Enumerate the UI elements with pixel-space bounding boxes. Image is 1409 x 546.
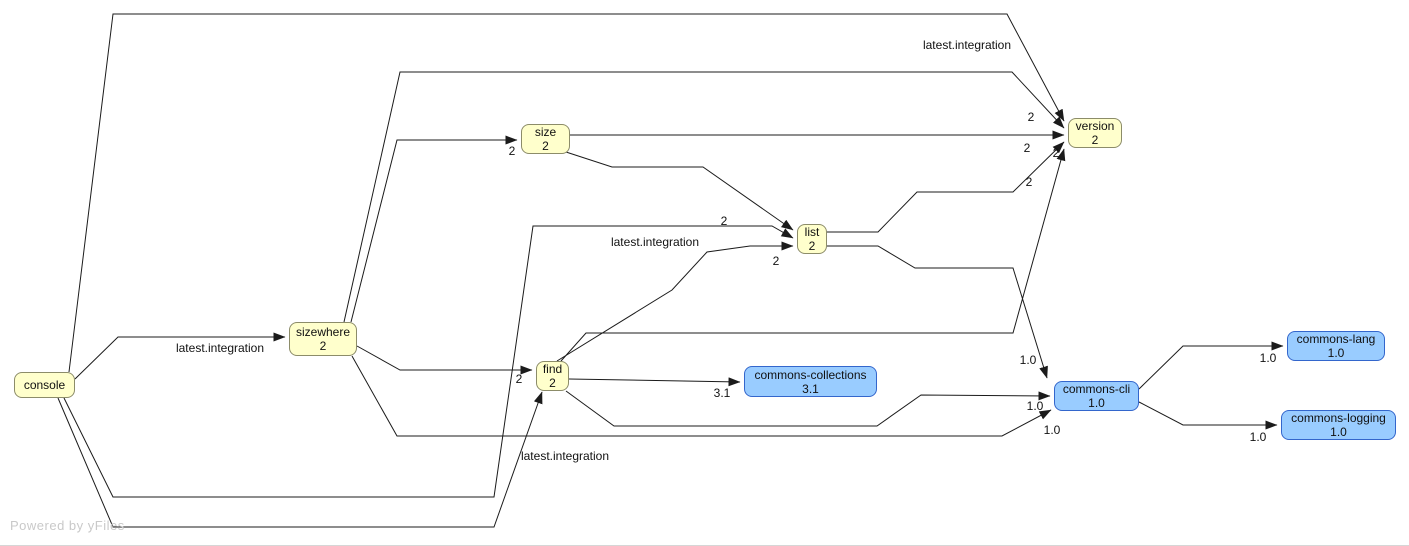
edge-label-list-to-version: 2 xyxy=(1026,175,1033,189)
edge-find-to-version[interactable] xyxy=(560,148,1066,362)
edge-console-to-find[interactable] xyxy=(57,391,543,528)
edge-commons-cli-to-commons-lang[interactable] xyxy=(1138,341,1284,390)
edge-label-console-to-sizewhere: latest.integration xyxy=(176,341,264,355)
edge-sizewhere-to-find[interactable] xyxy=(356,345,533,375)
node-label: commons-logging xyxy=(1291,411,1386,425)
edge-label-find-to-version: 2 xyxy=(1053,146,1060,160)
node-version: 2 xyxy=(1091,133,1099,147)
edge-label-console-to-version: latest.integration xyxy=(923,38,1011,52)
edge-label-console-to-find: latest.integration xyxy=(521,449,609,463)
node-label: commons-cli xyxy=(1062,382,1131,396)
edge-console-to-sizewhere[interactable] xyxy=(74,332,286,380)
edge-console-to-list[interactable] xyxy=(63,225,794,498)
edge-label-console-to-list: latest.integration xyxy=(611,235,699,249)
node-version: 2 xyxy=(542,139,549,153)
edge-label-commons-cli-to-commons-lang: 1.0 xyxy=(1260,351,1277,365)
edge-label-size-to-list: 2 xyxy=(721,214,728,228)
node-label: size xyxy=(534,125,557,139)
node-label: commons-lang xyxy=(1296,332,1376,346)
edge-console-to-version[interactable] xyxy=(68,13,1065,373)
node-version: 2 xyxy=(319,339,327,353)
edge-label-sizewhere-to-find: 2 xyxy=(516,372,523,386)
edge-sizewhere-to-commons-cli[interactable] xyxy=(351,355,1052,437)
node-label: sizewhere xyxy=(295,325,351,339)
edge-label-size-to-version: 2 xyxy=(1028,110,1035,124)
yfiles-watermark: Powered by yFiles xyxy=(10,518,125,533)
edge-size-to-list[interactable] xyxy=(565,151,794,231)
node-console[interactable]: console xyxy=(14,372,75,398)
node-label: list xyxy=(804,225,820,239)
edge-list-to-version[interactable] xyxy=(827,141,1065,233)
node-version: 3.1 xyxy=(802,381,819,396)
node-label: console xyxy=(23,378,66,392)
edge-find-to-commons-collections[interactable] xyxy=(568,377,741,387)
node-version: 1.0 xyxy=(1088,396,1105,410)
edge-commons-cli-to-commons-logging[interactable] xyxy=(1138,401,1278,430)
edge-list-to-commons-cli[interactable] xyxy=(827,245,1048,379)
node-version: 2 xyxy=(808,239,816,253)
edge-find-to-list[interactable] xyxy=(556,241,794,362)
edge-label-find-to-commons-cli: 1.0 xyxy=(1027,399,1044,413)
node-label: version xyxy=(1075,119,1115,133)
node-label: find xyxy=(542,362,563,376)
node-label: commons-collections xyxy=(754,367,867,382)
edge-label-sizewhere-to-version: 2 xyxy=(1024,141,1031,155)
edge-sizewhere-to-size[interactable] xyxy=(350,135,518,323)
edge-label-find-to-commons-collections: 3.1 xyxy=(714,386,731,400)
edge-find-to-commons-cli[interactable] xyxy=(565,390,1051,427)
edge-label-find-to-list: 2 xyxy=(773,254,780,268)
edge-label-sizewhere-to-commons-cli: 1.0 xyxy=(1044,423,1061,437)
edge-label-list-to-commons-cli: 1.0 xyxy=(1020,353,1037,367)
node-version: 1.0 xyxy=(1327,346,1345,360)
edge-sizewhere-to-version[interactable] xyxy=(343,71,1065,323)
edge-label-sizewhere-to-size: 2 xyxy=(509,144,516,158)
node-version: 2 xyxy=(549,376,556,390)
edge-label-commons-cli-to-commons-logging: 1.0 xyxy=(1250,430,1267,444)
node-version: 1.0 xyxy=(1330,425,1347,439)
